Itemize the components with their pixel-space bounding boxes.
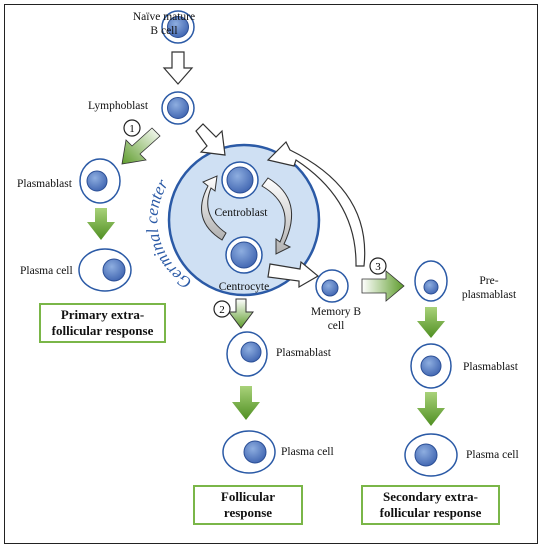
memory-b-cell [315,269,349,303]
svg-text:2: 2 [219,304,225,316]
centrocyte-to-follicular-arrow [228,298,254,329]
plasmablast-to-plasma-mid-arrow [232,386,260,420]
naive-b-cell-label: Naïve mature B cell [118,10,210,39]
plasma-cell-left-label: Plasma cell [20,265,73,277]
plasma-cell-right-label: Plasma cell [466,449,519,461]
memory-to-preplasmablast-arrow [361,270,405,302]
step-1-badge: 1 [123,119,141,137]
plasmablast-to-plasma-left-arrow [87,208,115,240]
memory-label-line1: Memory B [310,306,362,318]
centroblast-cell [221,161,259,199]
primary-line1: Primary extra- [60,307,145,323]
step-3-badge: 3 [369,257,387,275]
plasmablast-to-plasma-right-arrow [417,392,445,426]
plasma-cell-right [404,433,458,477]
naive-b-cell [161,10,195,44]
primary-response-box: Primary extra- follicular response [39,303,166,343]
memory-b-cell-label: Memory B cell [306,305,366,334]
naive-label-line2: B cell [150,25,178,38]
lymphoblast-label: Lymphoblast [88,100,149,112]
follicular-response-box: Follicular response [193,485,303,525]
centrocyte-to-memory-arrow [267,260,320,289]
step-2-badge: 2 [213,300,231,318]
follicular-line1: Follicular [220,489,276,505]
secondary-response-box: Secondary extra- follicular response [361,485,500,525]
naive-to-lymphoblast-arrow [162,51,194,85]
naive-label-line1: Naïve mature [132,11,196,23]
follicular-line2: response [223,505,273,520]
plasma-cell-mid-label: Plasma cell [281,446,334,458]
plasmablast-left-cell [79,158,121,204]
plasmablast-left-label: Plasmablast [17,178,72,190]
preplasmablast-label-line1: Pre- [479,275,499,287]
centrocyte-label: Centrocyte [218,281,270,293]
preplasmablast-to-plasmablast-right-arrow [417,307,445,338]
svg-text:1: 1 [129,123,135,135]
memory-label-line2: cell [327,320,345,333]
svg-text:3: 3 [375,261,381,273]
centroblast-label: Centroblast [214,207,268,219]
secondary-line1: Secondary extra- [383,489,478,505]
plasmablast-right-cell [410,343,452,389]
pre-plasmablast-label: Pre- plasmablast [455,274,523,303]
lymphoblast-to-germinal-center-arrow [195,123,226,156]
centroblast-to-centrocyte-arc [261,177,293,255]
plasmablast-right-label: Plasmablast [463,361,518,373]
secondary-line2: follicular response [379,505,482,520]
plasma-cell-mid [222,430,276,474]
pre-plasmablast-cell [414,260,448,302]
centrocyte-cell [225,236,263,274]
lymphoblast-cell [161,91,195,125]
memory-to-centroblast-return-arrow [266,140,366,267]
primary-line2: follicular response [51,323,154,338]
figure-frame [4,4,538,544]
preplasmablast-label-line2: plasmablast [461,289,517,302]
centrocyte-to-centroblast-arc [201,175,227,241]
plasma-cell-left [78,248,132,292]
lymphoblast-to-plasmablast-arrow [121,127,161,165]
plasmablast-mid-cell [226,331,268,377]
plasmablast-mid-label: Plasmablast [276,347,331,359]
